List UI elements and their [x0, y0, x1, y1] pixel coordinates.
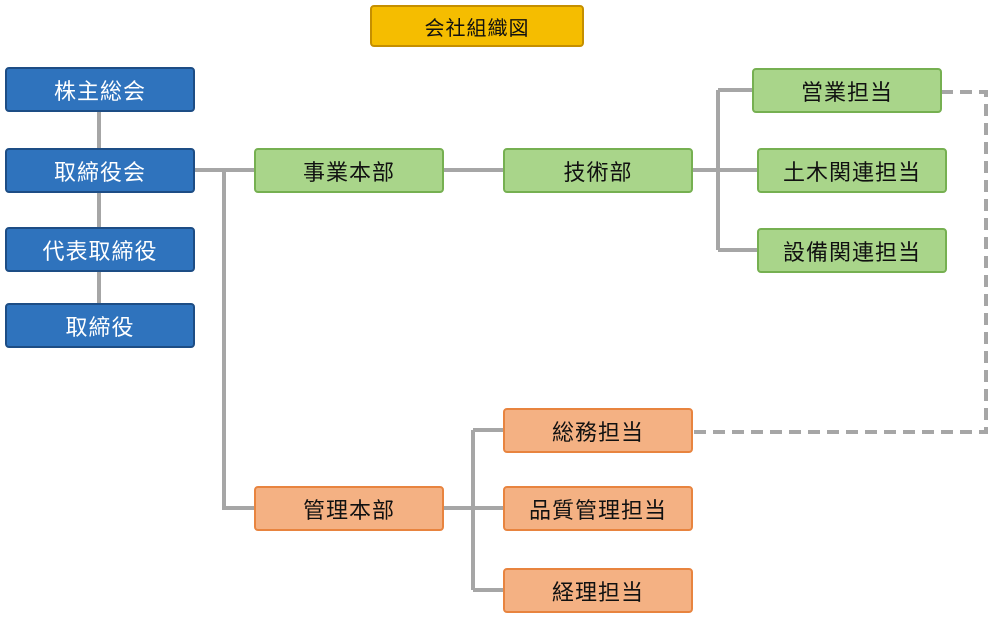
accounting-section-box: 経理担当	[503, 568, 693, 613]
administration-division-box: 管理本部	[254, 486, 444, 531]
chart-title: 会社組織図	[370, 5, 584, 47]
shareholders-meeting-box: 株主総会	[5, 67, 195, 112]
sales-section-box: 営業担当	[752, 68, 942, 113]
civil-engineering-section-box: 土木関連担当	[757, 148, 947, 193]
dashed-link-sales-general-affairs	[692, 90, 988, 434]
business-division-box: 事業本部	[254, 148, 444, 193]
facilities-section-box: 設備関連担当	[757, 228, 947, 273]
engineering-department-box: 技術部	[503, 148, 693, 193]
representative-director-box: 代表取締役	[5, 227, 195, 272]
board-of-directors-box: 取締役会	[5, 148, 195, 193]
quality-control-section-box: 品質管理担当	[503, 486, 693, 531]
director-box: 取締役	[5, 303, 195, 348]
connector-board-admin	[222, 170, 254, 510]
general-affairs-section-box: 総務担当	[503, 408, 693, 453]
